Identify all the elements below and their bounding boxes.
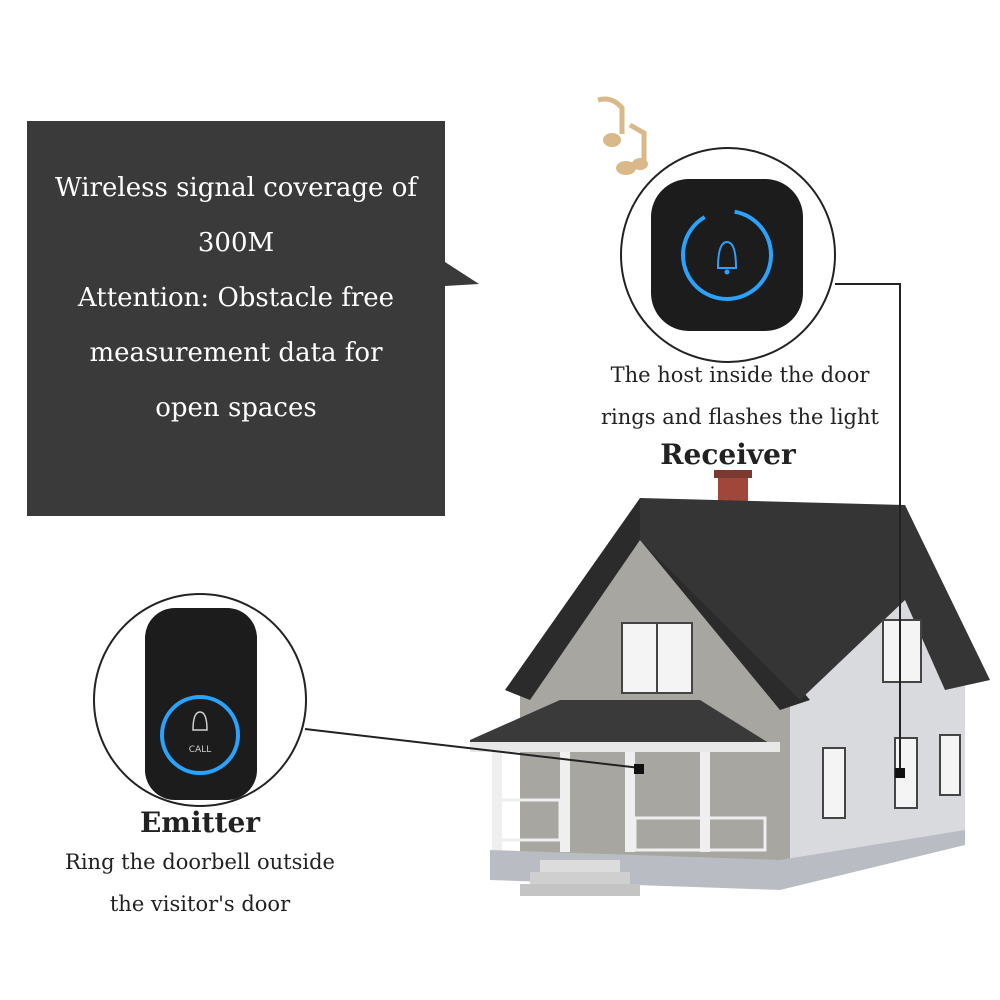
callout-line-3: Attention: Obstacle free — [77, 283, 395, 313]
callout-pointer — [445, 262, 479, 286]
emitter-connector — [304, 728, 641, 769]
callout-line-2: 300M — [197, 228, 275, 258]
emitter-title: Emitter — [139, 806, 261, 839]
call-button-label: CALL — [189, 745, 211, 755]
music-note-icon — [597, 96, 648, 175]
emitter-caption-line-2: the visitor's door — [109, 892, 291, 916]
receiver-caption: The host inside the door rings and flash… — [590, 354, 890, 438]
receiver-caption-line-1: The host inside the door — [610, 363, 870, 387]
bell-icon — [192, 711, 208, 731]
callout-line-5: open spaces — [155, 393, 317, 423]
bell-icon — [716, 240, 738, 275]
receiver-title: Receiver — [660, 438, 796, 471]
callout-line-4: measurement data for — [89, 338, 383, 368]
receiver-caption-line-2: rings and flashes the light — [601, 405, 879, 429]
house-illustration — [470, 470, 990, 896]
receiver-illustration — [620, 147, 836, 363]
receiver-connector — [835, 283, 901, 775]
emitter-caption-line-1: Ring the doorbell outside — [65, 850, 335, 874]
coverage-callout: Wireless signal coverage of 300M Attenti… — [27, 121, 445, 516]
callout-line-1: Wireless signal coverage of — [55, 173, 417, 203]
emitter-illustration: CALL — [93, 593, 307, 807]
emitter-caption: Ring the doorbell outside the visitor's … — [40, 841, 360, 925]
